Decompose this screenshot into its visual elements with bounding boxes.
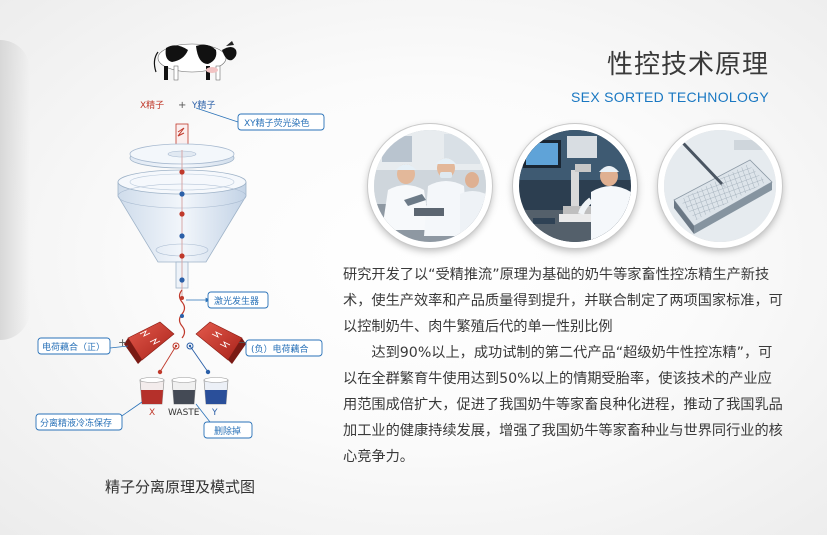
minus-sign: − xyxy=(238,336,247,349)
pos-callout-text: 电荷藕合（正） xyxy=(42,341,105,353)
sorting-chip-photo xyxy=(658,124,782,248)
collection-tube-y xyxy=(203,377,229,405)
discard-callout-line xyxy=(195,403,211,423)
plus-label: + xyxy=(178,100,186,111)
pos-callout-box xyxy=(37,337,111,355)
sperm-droplets xyxy=(179,169,185,283)
collection-tube-x xyxy=(139,377,165,405)
microscope-photo xyxy=(513,124,637,248)
collection-tube-waste xyxy=(171,377,197,405)
laser-callout-text: 激光发生器 xyxy=(214,295,259,307)
store-callout-box xyxy=(35,413,123,431)
droplet xyxy=(180,314,184,318)
store-callout-text: 分离精液冷冻保存 xyxy=(40,417,112,429)
lab-workers-photo xyxy=(368,124,492,248)
sperm-sorting-diagram: X精子 + Y精子 XY精子荧光染色 激光发生器 xyxy=(35,41,325,439)
stain-callout-box xyxy=(237,113,325,131)
description-paragraph-1: 研究开发了以“受精推流”原理为基础的奶牛等家畜性控冻精生产新技术，使生产效率和产… xyxy=(343,267,783,335)
stain-callout-text: XY精子荧光染色 xyxy=(244,117,310,129)
pos-callout-line xyxy=(109,345,129,349)
laser-callout-box xyxy=(207,291,269,309)
cow-icon xyxy=(153,41,237,81)
plus-sign: + xyxy=(118,336,127,349)
x-sperm-label: X精子 xyxy=(140,99,164,111)
tube-waste-label: WASTE xyxy=(168,408,200,418)
diagram-caption: 精子分离原理及模式图 xyxy=(104,478,255,496)
positive-charge-plate xyxy=(124,321,175,364)
negative-charge-plate xyxy=(195,321,246,364)
neg-callout-box xyxy=(245,339,323,357)
discard-callout-text: 删除掉 xyxy=(214,425,241,437)
left-edge-shadow xyxy=(0,40,30,340)
tube-x-label: X xyxy=(149,408,155,418)
droplet xyxy=(180,296,184,300)
neg-callout-text: (负）电荷藕合 xyxy=(251,343,309,355)
deflected-droplets xyxy=(157,342,211,375)
description-text: 研究开发了以“受精推流”原理为基础的奶牛等家畜性控冻精生产新技术，使生产效率和产… xyxy=(343,262,783,470)
page-subtitle: SEX SORTED TECHNOLOGY xyxy=(571,89,769,105)
stain-callout-line xyxy=(195,107,239,123)
page-title: 性控技术原理 xyxy=(606,50,769,80)
discard-callout-box xyxy=(203,421,253,439)
tube-y-label: Y xyxy=(211,408,218,418)
description-paragraph-2: 达到90%以上，成功试制的第二代产品“超级奶牛性控冻精”，可以在全群繁育牛使用达… xyxy=(343,345,783,465)
y-sperm-label: Y精子 xyxy=(191,99,216,111)
